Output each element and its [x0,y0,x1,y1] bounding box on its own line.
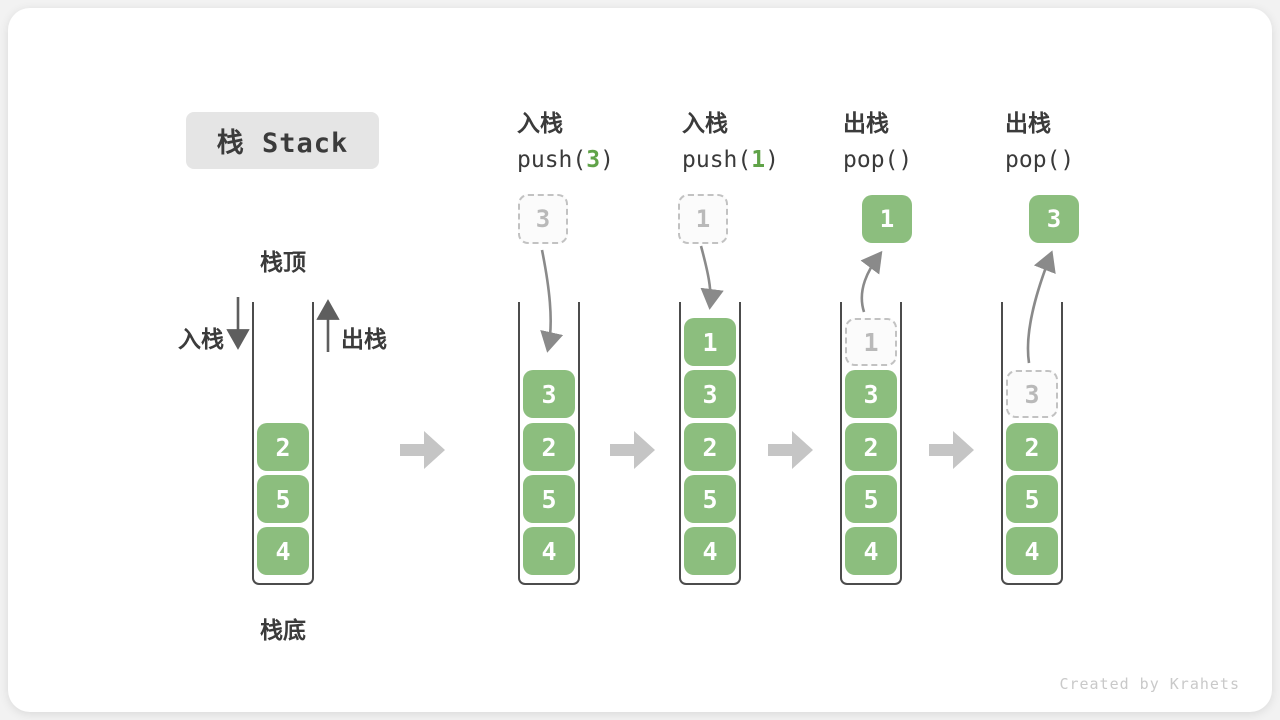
stack5-cell: 4 [1006,527,1058,575]
stack3-cell: 5 [684,475,736,523]
op-arg: 3 [586,147,601,173]
op-push-1: 入栈 push(1) [682,107,779,178]
stack3-cell: 4 [684,527,736,575]
incoming-value-box: 1 [678,194,728,244]
op-arg: 1 [751,147,766,173]
stack1-cell: 4 [257,527,309,575]
stack3-cell: 1 [684,318,736,366]
stack4-cell: 5 [845,475,897,523]
op-pop-1: 出栈 pop() [843,107,912,178]
op-code: push(3) [517,147,614,173]
popped-value-box: 1 [862,195,912,243]
credit-text: Created by Krahets [1059,675,1240,693]
stack4-cell: 2 [845,423,897,471]
op-name: 出栈 [1005,111,1051,137]
op-push-3: 入栈 push(3) [517,107,614,178]
incoming-value-box: 3 [518,194,568,244]
stack-top-label: 栈顶 [260,250,306,276]
stack4-cell: 3 [845,370,897,418]
op-name: 入栈 [682,111,728,137]
stack2-cell: 5 [523,475,575,523]
diagram-title: 栈 Stack [186,112,379,169]
stack5-cell: 2 [1006,423,1058,471]
stack2-cell: 2 [523,423,575,471]
stack1-cell: 2 [257,423,309,471]
op-code: push(1) [682,147,779,173]
op-code: pop() [1005,147,1075,173]
ghost-cell: 1 [845,318,897,366]
op-code: pop() [843,147,913,173]
stack-bottom-label: 栈底 [260,618,306,644]
op-name: 入栈 [517,111,563,137]
op-pop-3: 出栈 pop() [1005,107,1074,178]
ghost-cell: 3 [1006,370,1058,418]
popped-value-box: 3 [1029,195,1079,243]
stack1-cell: 5 [257,475,309,523]
stack3-cell: 3 [684,370,736,418]
stack2-cell: 3 [523,370,575,418]
diagram-title-label: 栈 Stack [216,128,349,159]
stack5-cell: 5 [1006,475,1058,523]
stack2-cell: 4 [523,527,575,575]
stack3-cell: 2 [684,423,736,471]
pop-side-label: 出栈 [341,327,387,353]
op-name: 出栈 [843,111,889,137]
push-side-label: 入栈 [178,327,224,353]
stack4-cell: 4 [845,527,897,575]
